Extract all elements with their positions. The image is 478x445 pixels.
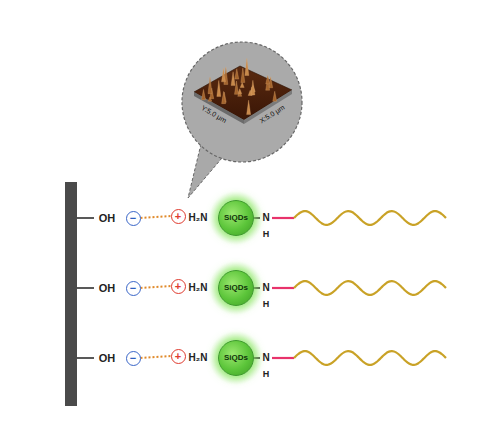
nitrogen-label: N bbox=[262, 213, 269, 223]
anion-circle: − bbox=[126, 281, 141, 296]
amine-label: H₂N bbox=[189, 213, 208, 223]
hydrogen-label: H bbox=[263, 230, 270, 239]
bond bbox=[254, 357, 260, 359]
afm-peak bbox=[222, 91, 226, 103]
anion-circle: − bbox=[126, 351, 141, 366]
cation-circle: + bbox=[171, 349, 186, 364]
ionic-interaction bbox=[141, 286, 171, 288]
node-text: SiQDs bbox=[224, 354, 248, 362]
afm-side-right bbox=[244, 90, 292, 124]
afm-peak bbox=[240, 82, 244, 87]
afm-peak bbox=[266, 75, 270, 84]
afm-peak bbox=[217, 80, 221, 96]
afm-peak bbox=[241, 68, 245, 82]
afm-peak bbox=[222, 68, 226, 82]
nitrogen-label: N bbox=[262, 353, 269, 363]
hydroxyl-label: OH bbox=[99, 213, 116, 224]
afm-peak bbox=[208, 77, 212, 94]
glow bbox=[209, 191, 263, 245]
axis-label: Y:5.0 μm bbox=[200, 104, 228, 124]
afm-peak bbox=[234, 81, 238, 94]
afm-peak bbox=[248, 90, 252, 95]
node-text: + bbox=[175, 211, 181, 222]
afm-peaks bbox=[202, 58, 277, 114]
anion-circle: − bbox=[126, 211, 141, 226]
linker-bond bbox=[272, 287, 294, 289]
bond bbox=[254, 217, 260, 219]
node-text: − bbox=[130, 283, 136, 294]
node-text: SiQDs bbox=[224, 284, 248, 292]
quantum-dot: SiQDs bbox=[218, 200, 254, 236]
polymer-chain bbox=[294, 211, 446, 225]
nitrogen-label: N bbox=[262, 283, 269, 293]
node-text: − bbox=[130, 353, 136, 364]
amine-label: H₂N bbox=[189, 283, 208, 293]
linker-bond bbox=[272, 357, 294, 359]
hydroxyl-label: OH bbox=[99, 353, 116, 364]
node-text: − bbox=[130, 213, 136, 224]
axis-label: X:5.0 μm bbox=[258, 104, 286, 125]
bond bbox=[77, 357, 94, 359]
afm-side-left bbox=[194, 92, 244, 124]
glow bbox=[209, 261, 263, 315]
bond bbox=[77, 287, 94, 289]
hydroxyl-label: OH bbox=[99, 283, 116, 294]
polymer-chain bbox=[294, 351, 446, 365]
afm-peak bbox=[231, 72, 235, 86]
glow bbox=[209, 331, 263, 385]
molecule-rows bbox=[77, 191, 446, 385]
node-text: + bbox=[175, 281, 181, 292]
amine-label: H₂N bbox=[189, 353, 208, 363]
quantum-dot: SiQDs bbox=[218, 340, 254, 376]
node-text: + bbox=[175, 351, 181, 362]
afm-peak bbox=[245, 58, 249, 75]
afm-peak bbox=[273, 91, 277, 101]
bond bbox=[77, 217, 94, 219]
bond bbox=[254, 287, 260, 289]
afm-peak bbox=[251, 80, 255, 95]
ionic-interaction bbox=[141, 216, 171, 218]
afm-peak bbox=[202, 89, 206, 99]
afm-peak bbox=[208, 97, 212, 101]
quantum-dot: SiQDs bbox=[218, 270, 254, 306]
ionic-interaction bbox=[141, 356, 171, 358]
afm-bubble bbox=[182, 42, 302, 162]
afm-peak bbox=[247, 100, 251, 114]
node-text: SiQDs bbox=[224, 214, 248, 222]
hydrogen-label: H bbox=[263, 370, 270, 379]
cation-circle: + bbox=[171, 279, 186, 294]
polymer-chain bbox=[294, 281, 446, 295]
hydrogen-label: H bbox=[263, 300, 270, 309]
afm-peak bbox=[235, 69, 239, 79]
linker-bond bbox=[272, 217, 294, 219]
cation-circle: + bbox=[171, 209, 186, 224]
substrate bbox=[65, 182, 77, 406]
